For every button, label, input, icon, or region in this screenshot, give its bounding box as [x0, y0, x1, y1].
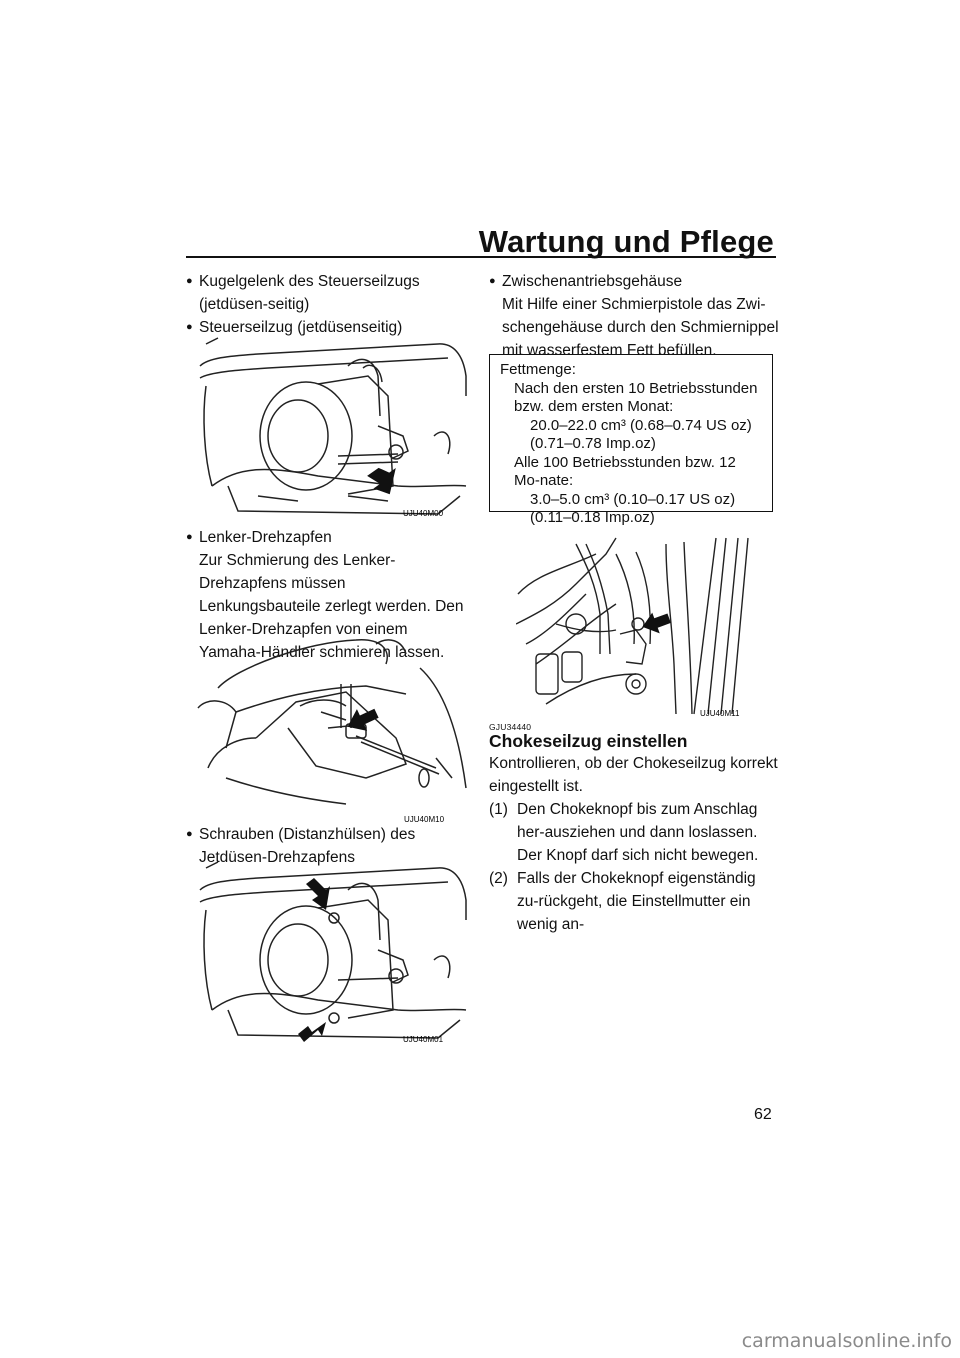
procedure-intro: Kontrollieren, ob der Chokeseilzug korre… — [489, 755, 778, 795]
note-label: Fettmenge: — [500, 361, 576, 378]
procedure-step: (1) Den Chokeknopf bis zum Anschlag her-… — [489, 798, 779, 867]
bullet-ball-joint: Kugelgelenk des Steuerseilzugs (jetdüsen… — [186, 270, 468, 316]
bullet-handlebar-pivot: Lenker-Drehzapfen Zur Schmierung des Len… — [186, 526, 468, 664]
choke-cable-procedure: Kontrollieren, ob der Chokeseilzug korre… — [489, 752, 779, 936]
section-title: Chokeseilzug einstellen — [489, 731, 688, 751]
intermediate-housing-illustration: UJU40M11 — [516, 537, 749, 718]
bullet-steering-cable: Steuerseilzug (jetdüsenseitig) — [186, 316, 468, 339]
figure-label: UJU40M00 — [403, 509, 444, 518]
procedure-step: (2) Falls der Chokeknopf eigenständig zu… — [489, 867, 779, 936]
step-text: Den Chokeknopf bis zum Anschlag her-ausz… — [517, 801, 759, 864]
figure-label: UJU40M10 — [404, 815, 445, 824]
step-text: Falls der Chokeknopf eigenständig zu-rüc… — [517, 870, 756, 933]
bullet-item: Lenker-Drehzapfen — [186, 526, 468, 549]
figure-label: UJU40M11 — [700, 709, 740, 718]
note-line: 3.0–5.0 cm³ (0.10–0.17 US oz) — [530, 490, 736, 508]
arrow-icon — [367, 467, 396, 495]
jet-pivot-illustration: UJU40M01 — [199, 861, 467, 1044]
intermediate-housing-text: Mit Hilfe einer Schmierpistole das Zwi-s… — [502, 296, 779, 359]
note-line: Alle 100 Betriebsstunden bzw. 12 Mo-nate… — [514, 453, 736, 490]
note-line: 20.0–22.0 cm³ (0.68–0.74 US oz) — [530, 416, 752, 434]
arrow-icon — [347, 708, 379, 731]
header-divider — [186, 256, 776, 258]
bullet-item: Kugelgelenk des Steuerseilzugs (jetdüsen… — [186, 270, 468, 316]
note-line: Nach den ersten 10 Betriebsstunden bzw. … — [514, 379, 758, 416]
bullet-item: Schrauben (Distanzhülsen) des Jetdüsen-D… — [186, 823, 468, 869]
note-line: (0.11–0.18 Imp.oz) — [530, 509, 655, 526]
handlebar-pivot-text: Zur Schmierung des Lenker-Drehzapfens mü… — [199, 552, 464, 661]
bullet-intermediate-housing: Zwischenantriebsgehäuse Mit Hilfe einer … — [489, 270, 779, 362]
arrow-icon — [642, 612, 671, 634]
page-number: 62 — [754, 1106, 772, 1123]
bullet-jet-pivot-bolts: Schrauben (Distanzhülsen) des Jetdüsen-D… — [186, 823, 468, 869]
note-line: (0.71–0.78 Imp.oz) — [530, 435, 656, 452]
jet-nozzle-illustration: UJU40M00 — [199, 337, 467, 518]
arrow-icon — [306, 878, 330, 910]
page-title: Wartung und Pflege — [478, 224, 774, 259]
bullet-item: Zwischenantriebsgehäuse — [489, 270, 779, 293]
step-number: (2) — [489, 870, 508, 887]
section-code: GJU34440 — [489, 722, 532, 732]
figure-label: UJU40M01 — [403, 1035, 444, 1044]
step-number: (1) — [489, 801, 508, 818]
arrow-icon — [298, 1022, 326, 1042]
bullet-item: Steuerseilzug (jetdüsenseitig) — [186, 316, 468, 339]
footer-watermark: carmanualsonline.info — [741, 1330, 952, 1352]
handlebar-pivot-illustration: UJU40M10 — [197, 639, 467, 824]
grease-quantity-box: Fettmenge: Nach den ersten 10 Betriebsst… — [489, 354, 773, 526]
